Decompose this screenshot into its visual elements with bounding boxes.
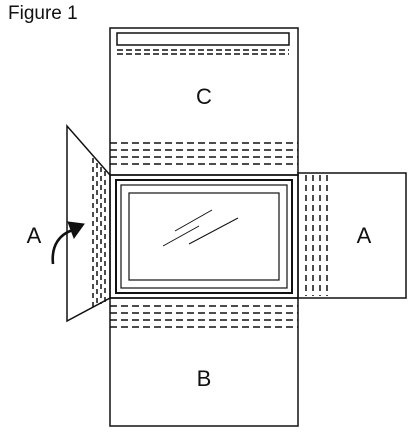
- curved-arrow-head: [67, 221, 85, 240]
- curved-arrow-icon: [51, 228, 74, 265]
- top-slot: [116, 32, 290, 46]
- top-fold-lines: [110, 142, 298, 165]
- window-frame-inner: [120, 184, 288, 289]
- flap-right: [297, 172, 407, 299]
- flap-left: [66, 124, 111, 323]
- label-panel-top: C: [196, 84, 212, 109]
- window-frame-outer: [115, 179, 293, 294]
- panel-bottom: [109, 297, 299, 427]
- window-glass: [128, 192, 280, 281]
- glare-lines-icon: [162, 209, 239, 247]
- right-fold-lines: [305, 175, 328, 296]
- label-flap-right: A: [357, 223, 372, 248]
- left-fold-lines: [92, 158, 106, 308]
- label-panel-bottom: B: [197, 366, 212, 391]
- label-flap-left: A: [27, 223, 42, 248]
- bottom-fold-lines: [110, 305, 298, 328]
- figure-title: Figure 1: [8, 3, 78, 24]
